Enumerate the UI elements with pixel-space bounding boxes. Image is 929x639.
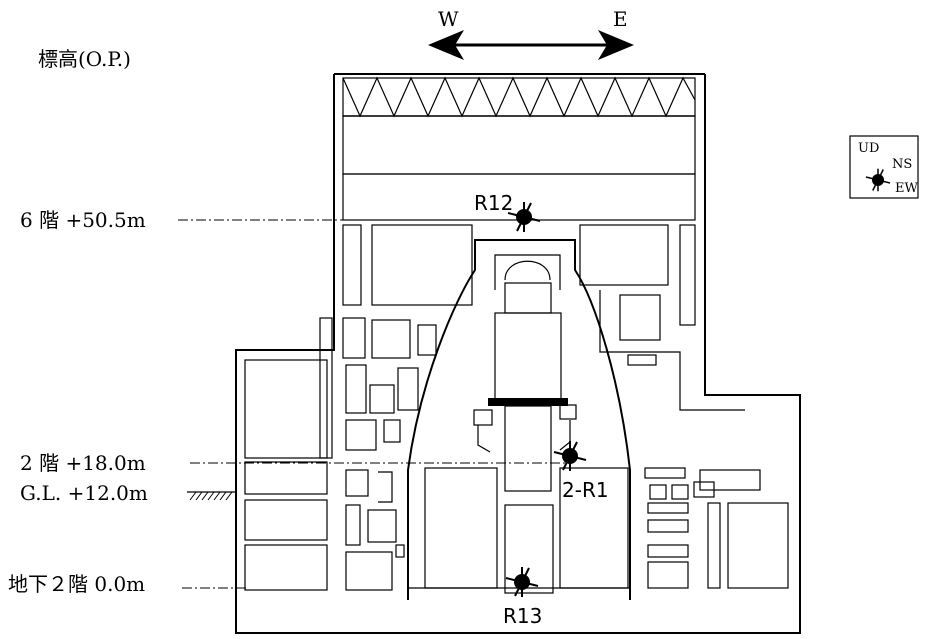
level-label-b2f: 地下２階 0.0m — [8, 572, 145, 596]
east-label: E — [613, 7, 628, 31]
east-rooms — [579, 224, 789, 589]
level-label-2f: 2 階 +18.0m — [20, 451, 146, 475]
sensor-2-r1: 2-R1 — [553, 440, 609, 502]
sensor-r12-label: R12 — [474, 191, 513, 215]
sensor-r12: R12 — [474, 191, 541, 233]
level-label-gl: G.L. +12.0m — [20, 481, 148, 505]
legend-box: UD NS EW — [849, 135, 919, 199]
legend-ud: UD — [858, 141, 879, 156]
building-outline — [235, 73, 801, 634]
west-label: W — [438, 7, 459, 31]
legend-ew: EW — [895, 181, 918, 196]
sensor-2-r1-label: 2-R1 — [562, 478, 609, 502]
west-rooms — [244, 224, 473, 591]
level-markers: 6 階 +50.5m 2 階 +18.0m G.L. +12.0m 地下２階 0… — [8, 208, 570, 596]
containment-vessel — [407, 239, 631, 600]
sensor-r13-label: R13 — [503, 604, 542, 628]
level-label-6f: 6 階 +50.5m — [20, 208, 146, 232]
legend-ns: NS — [892, 157, 912, 172]
sensor-r13: R13 — [503, 566, 542, 628]
elevation-title: 標高(O.P.) — [38, 47, 131, 71]
direction-indicator: W E — [428, 7, 634, 60]
east-annex — [599, 290, 745, 411]
